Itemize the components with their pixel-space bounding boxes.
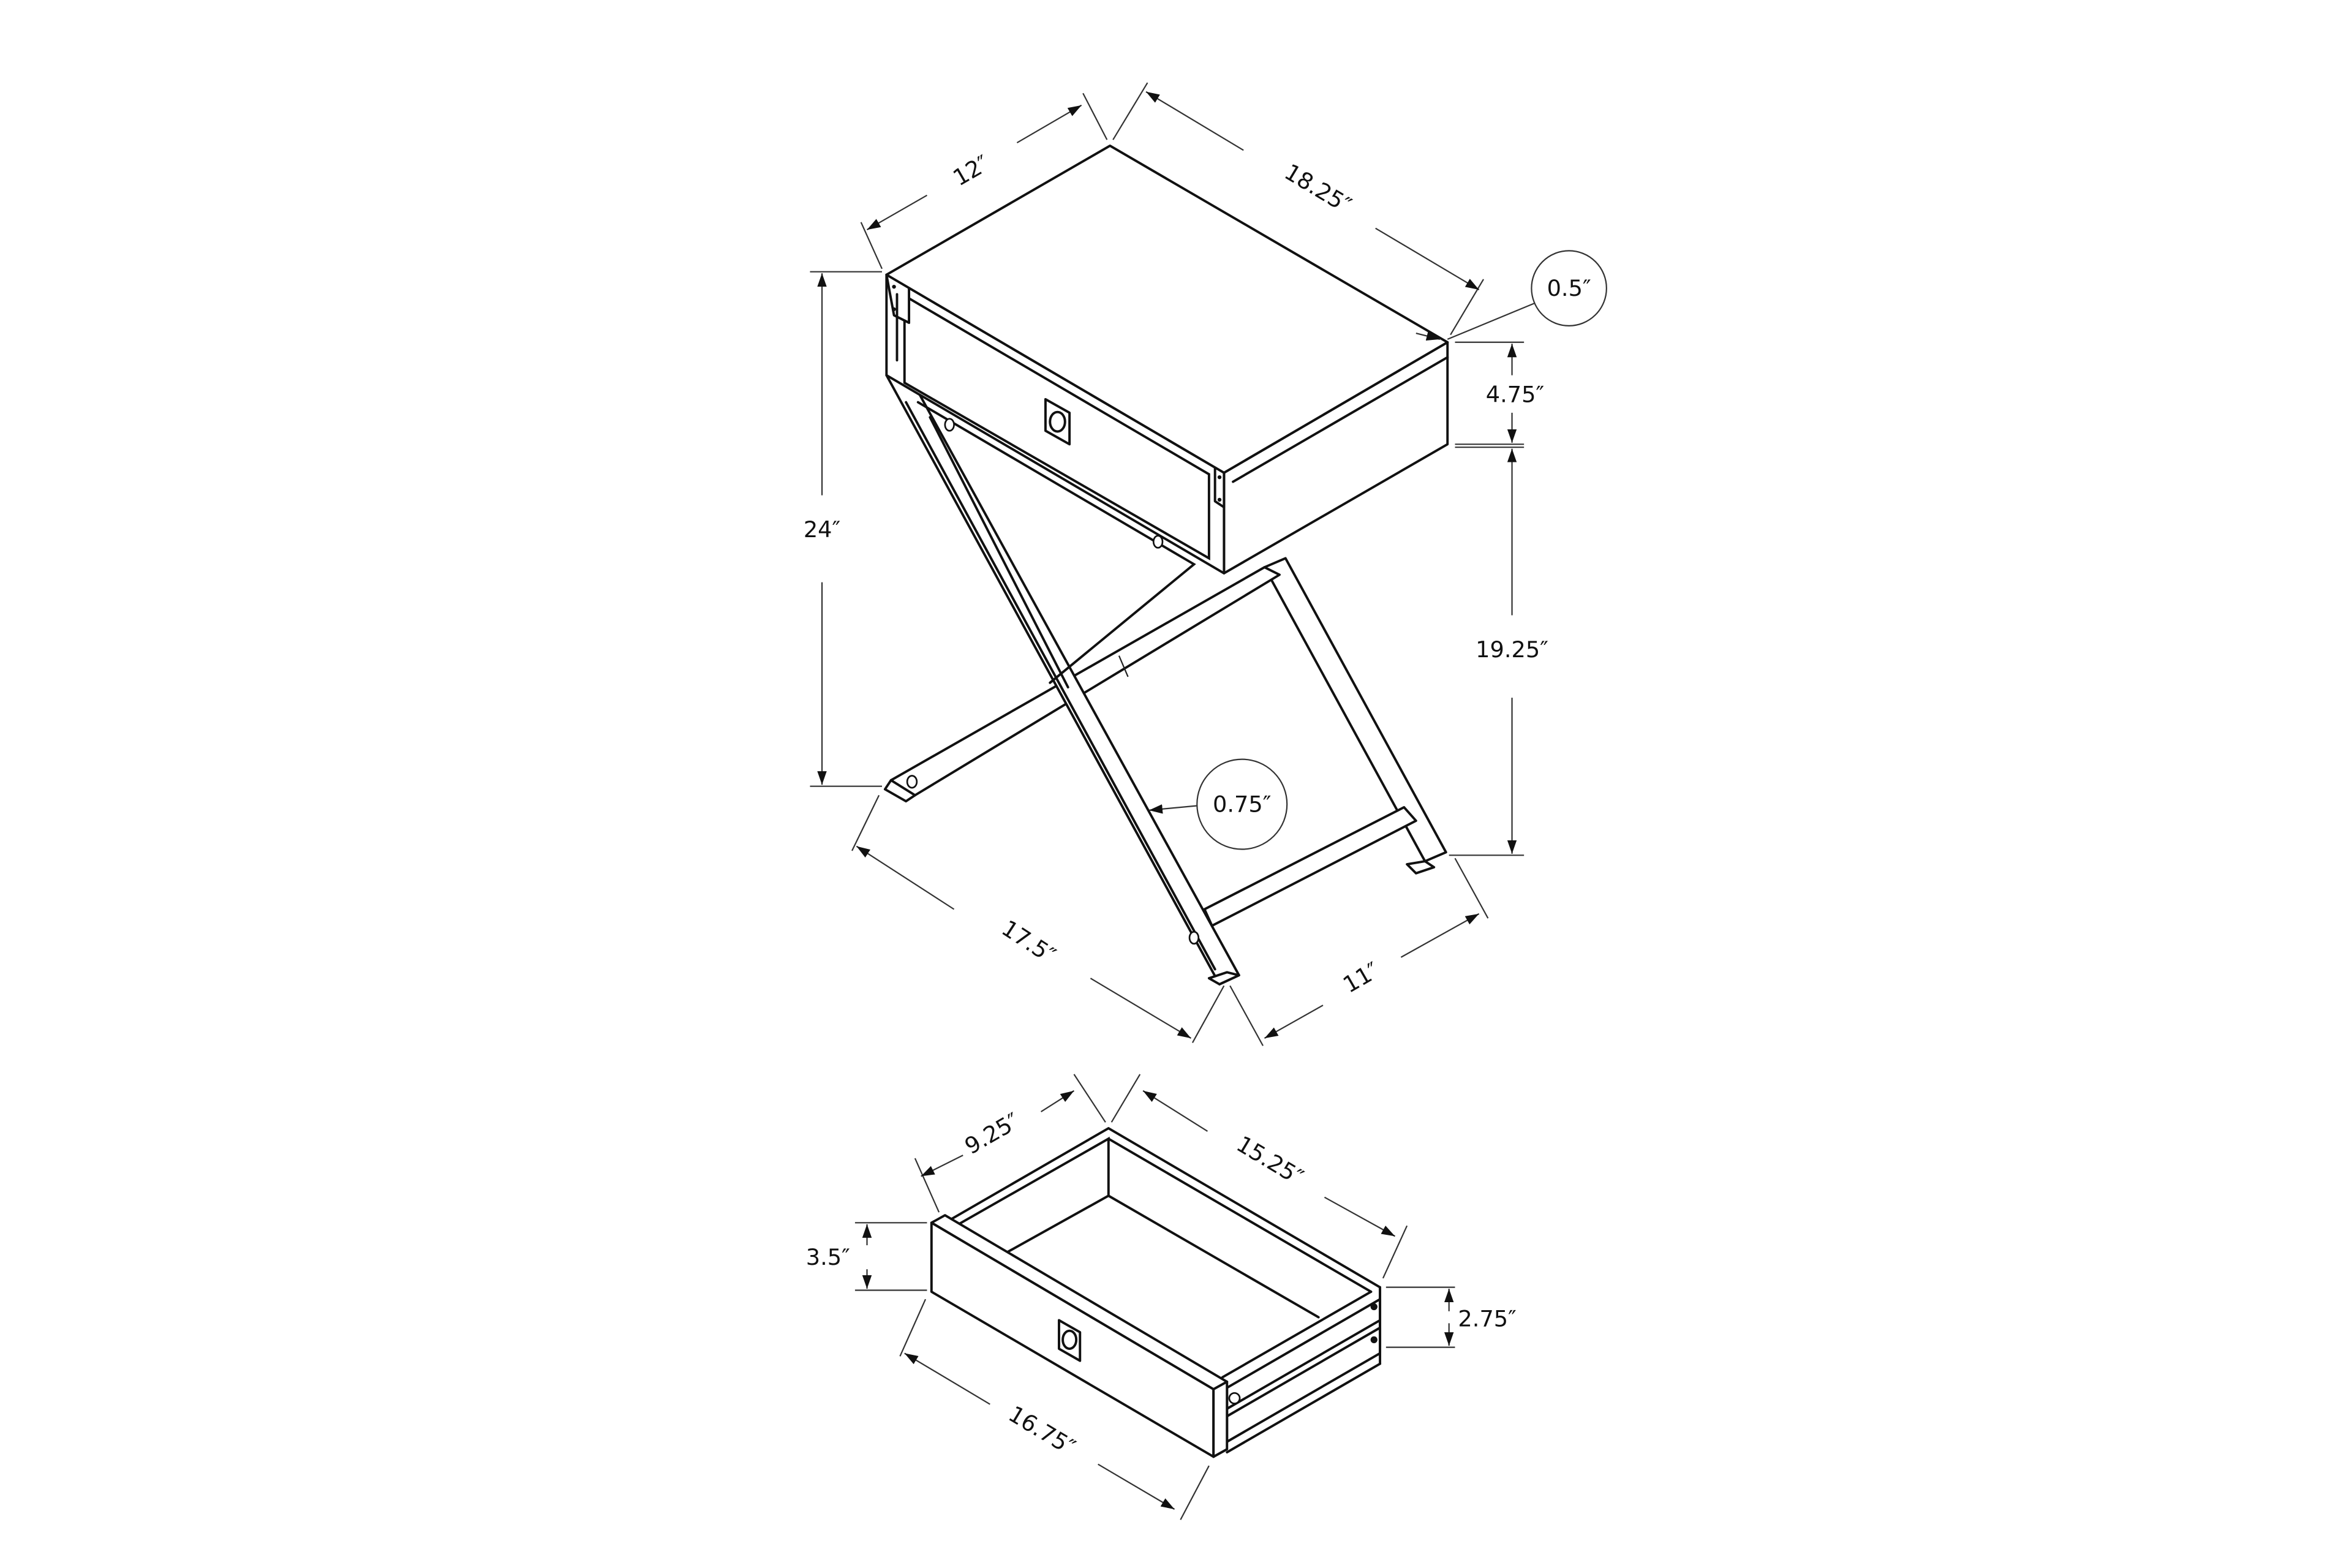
dimension-label-drawer-overall-length: 16.75″: [1004, 1401, 1080, 1461]
dimension-label-drawer-depth: 9.25″: [960, 1107, 1024, 1159]
dimension-label-depth: 12″: [949, 150, 994, 191]
dimension-top-thickness-callout: 0.5″: [1415, 250, 1607, 341]
dimension-label-base-depth: 11″: [1338, 957, 1384, 998]
bolt-icon: [906, 775, 918, 789]
drawer-illustration: [930, 1127, 1382, 1458]
table-leg-back-right: [1263, 557, 1447, 875]
dimension-label-drawer-side-height: 2.75″: [1458, 1305, 1516, 1332]
dimension-label-drawer-inner-length: 15.25″: [1232, 1131, 1308, 1191]
dimension-label-top-thickness: 0.5″: [1547, 275, 1591, 301]
dimension-label-base-length: 17.5″: [997, 915, 1060, 969]
table-inner-frame: [916, 401, 1196, 688]
screw-icon: [1228, 1392, 1241, 1404]
dimension-label-leg-width: 0.75″: [1213, 791, 1271, 817]
dimension-label-overall-height: 24″: [804, 516, 840, 543]
dimension-drawer-front-height: 3.5″: [806, 1222, 927, 1291]
dimension-leg-width-callout: 0.75″: [1148, 758, 1288, 850]
dimension-label-drawer-front-height: 3.5″: [806, 1244, 850, 1270]
drawer-handle-icon: [1058, 1319, 1082, 1362]
dimension-label-leg-height: 19.25″: [1476, 636, 1548, 663]
dimension-leg-height: 19.25″: [1449, 447, 1548, 856]
dimension-label-apron-height: 4.75″: [1486, 382, 1544, 408]
dimension-base-length: 17.5″: [851, 794, 1225, 1043]
bolt-icon: [944, 418, 955, 432]
dimension-apron-height: 4.75″: [1455, 341, 1544, 445]
table-leg-diagonal-rail: [883, 566, 1281, 803]
drawer-handle-icon: [1044, 398, 1071, 446]
dimension-overall-height: 24″: [804, 271, 882, 787]
table-illustration: [883, 144, 1449, 986]
drawer-front-panel: [930, 1214, 1229, 1458]
dimension-label-width: 18.25″: [1280, 159, 1356, 219]
dimension-drawer-side-height: 2.75″: [1385, 1286, 1517, 1348]
table-top: [885, 144, 1449, 474]
bolt-icon: [1188, 930, 1200, 945]
